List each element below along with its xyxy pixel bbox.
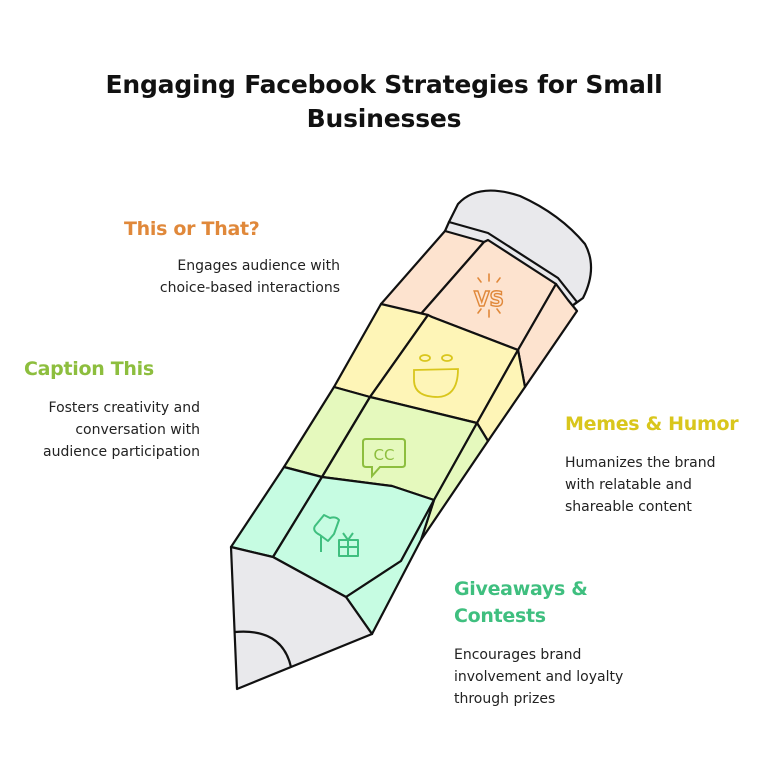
heading-this-or-that: This or That?: [124, 218, 260, 240]
description-line: Humanizes the brand: [565, 455, 716, 471]
description-line: through prizes: [454, 691, 556, 707]
segment-yellow-right: [475, 348, 527, 443]
svg-text:CC: CC: [374, 446, 395, 464]
vs-icon: VS: [473, 273, 505, 318]
svg-text:VS: VS: [474, 287, 504, 311]
pencil-graphite-arc: [234, 630, 293, 668]
description-caption-this: Fosters creativity and conversation with…: [10, 397, 200, 463]
strategy-this-or-that: This or That? Engages audience with choi…: [110, 216, 340, 299]
heading-line: Contests: [454, 605, 546, 627]
description-line: choice-based interactions: [159, 280, 340, 296]
description-line: involvement and loyalty: [454, 669, 624, 685]
strategy-giveaways-contests: Giveaways & Contests Encourages brand in…: [454, 576, 674, 710]
description-line: conversation with: [75, 422, 200, 438]
pencil-tip: [229, 545, 374, 691]
heading-giveaways-contests: Giveaways & Contests: [454, 576, 674, 630]
strategy-caption-this: Caption This Fosters creativity and conv…: [10, 356, 200, 463]
heading-memes-humor: Memes & Humor: [565, 413, 739, 435]
heading-line: Giveaways &: [454, 578, 588, 600]
closed-caption-icon: CC: [362, 438, 406, 479]
description-line: Fosters creativity and: [48, 400, 200, 416]
description-line: audience participation: [43, 444, 200, 460]
smiley-face-icon: [413, 354, 459, 398]
description-line: Encourages brand: [454, 647, 582, 663]
description-line: with relatable and: [565, 477, 692, 493]
title-line-2: Businesses: [306, 104, 462, 133]
page-title: Engaging Facebook Strategies for Small B…: [0, 68, 768, 136]
segment-peach-right: [516, 282, 579, 389]
description-this-or-that: Engages audience with choice-based inter…: [110, 255, 340, 299]
heading-caption-this: Caption This: [24, 358, 154, 380]
strategy-memes-humor: Memes & Humor Humanizes the brand with r…: [565, 411, 765, 518]
description-line: Engages audience with: [177, 258, 340, 274]
description-giveaways-contests: Encourages brand involvement and loyalty…: [454, 644, 674, 710]
description-line: shareable content: [565, 499, 692, 515]
description-memes-humor: Humanizes the brand with relatable and s…: [565, 452, 765, 518]
title-line-1: Engaging Facebook Strategies for Small: [105, 70, 663, 99]
gift-announcement-icon: [313, 514, 359, 557]
